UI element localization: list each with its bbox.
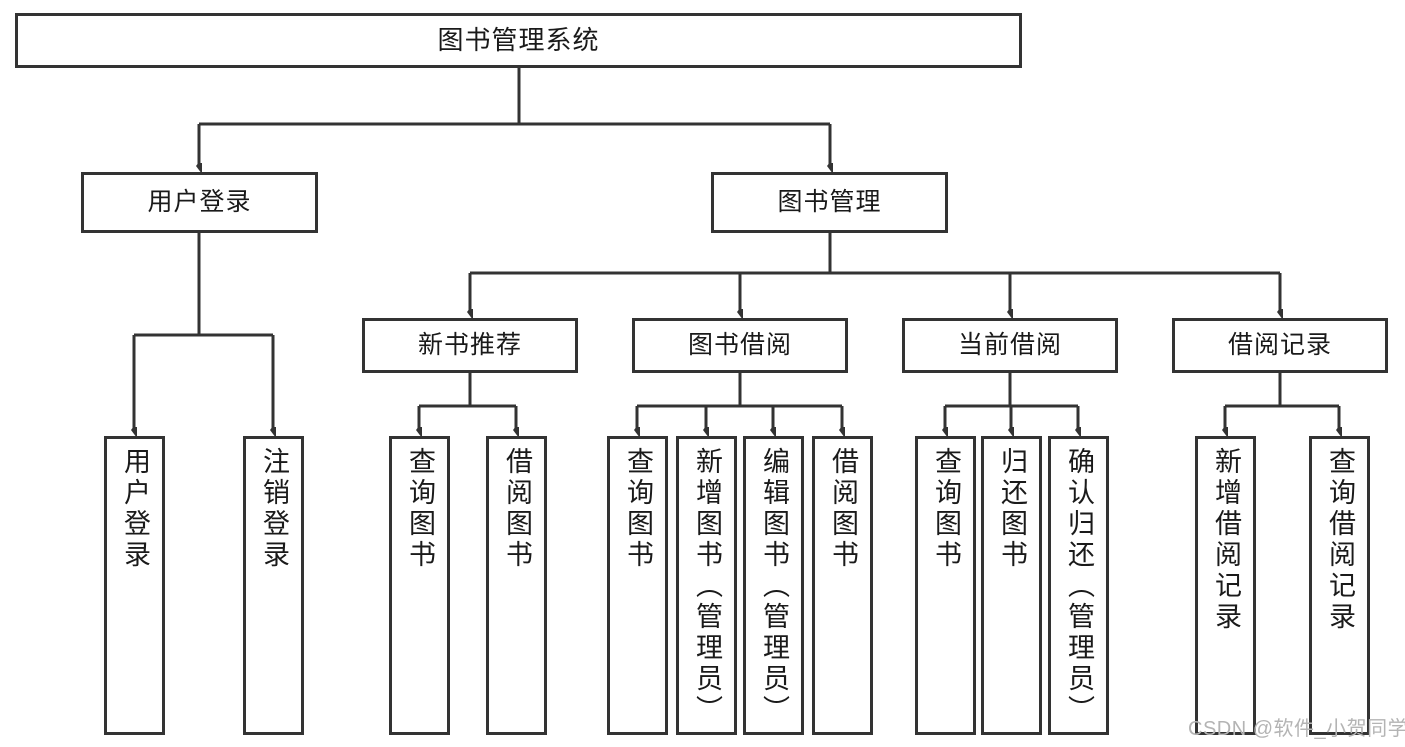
leaf-borrow-borrow-books[interactable]: 借阅图书 (812, 436, 873, 735)
node-label: 新书推荐 (417, 331, 522, 360)
node-label: 图书借阅 (687, 331, 792, 360)
node-label: 当前借阅 (957, 331, 1062, 360)
node-new-book-recommend[interactable]: 新书推荐 (362, 318, 578, 373)
node-label: 用户登录 (147, 188, 252, 217)
node-borrow-records[interactable]: 借阅记录 (1172, 318, 1388, 373)
node-user-login[interactable]: 用户登录 (81, 172, 318, 233)
node-book-management[interactable]: 图书管理 (711, 172, 948, 233)
node-book-borrow[interactable]: 图书借阅 (632, 318, 848, 373)
node-label: 查询图书 (405, 447, 435, 571)
leaf-borrow-query-books[interactable]: 查询图书 (607, 436, 668, 735)
leaf-newbook-query-books[interactable]: 查询图书 (389, 436, 450, 735)
node-label: 图书管理系统 (437, 24, 600, 55)
node-label: 查询图书 (931, 447, 961, 571)
node-label: 借阅记录 (1227, 331, 1332, 360)
node-label: 新增图书（管理员） (692, 447, 722, 726)
leaf-records-query-record[interactable]: 查询借阅记录 (1309, 436, 1370, 735)
node-label: 新增借阅记录 (1211, 447, 1241, 633)
leaf-newbook-borrow-books[interactable]: 借阅图书 (486, 436, 547, 735)
node-label: 借阅图书 (828, 447, 858, 571)
node-label: 注销登录 (259, 447, 289, 571)
node-current-borrow[interactable]: 当前借阅 (902, 318, 1118, 373)
leaf-current-confirm-return-admin[interactable]: 确认归还（管理员） (1048, 436, 1109, 735)
node-book-management-system[interactable]: 图书管理系统 (15, 13, 1022, 68)
leaf-borrow-add-book-admin[interactable]: 新增图书（管理员） (676, 436, 737, 735)
node-label: 编辑图书（管理员） (759, 447, 789, 726)
leaf-user-login[interactable]: 用户登录 (104, 436, 165, 735)
node-label: 借阅图书 (502, 447, 532, 571)
node-label: 确认归还（管理员） (1064, 447, 1094, 726)
node-label: 用户登录 (120, 447, 150, 571)
node-label: 图书管理 (777, 188, 882, 217)
leaf-current-return-books[interactable]: 归还图书 (981, 436, 1042, 735)
leaf-logout[interactable]: 注销登录 (243, 436, 304, 735)
leaf-current-query-books[interactable]: 查询图书 (915, 436, 976, 735)
node-label: 查询借阅记录 (1325, 447, 1355, 633)
node-label: 归还图书 (997, 447, 1027, 571)
leaf-records-add-record[interactable]: 新增借阅记录 (1195, 436, 1256, 735)
csdn-watermark: CSDN @软件_小贺同学 (1188, 718, 1405, 740)
leaf-borrow-edit-book-admin[interactable]: 编辑图书（管理员） (743, 436, 804, 735)
node-label: 查询图书 (623, 447, 653, 571)
